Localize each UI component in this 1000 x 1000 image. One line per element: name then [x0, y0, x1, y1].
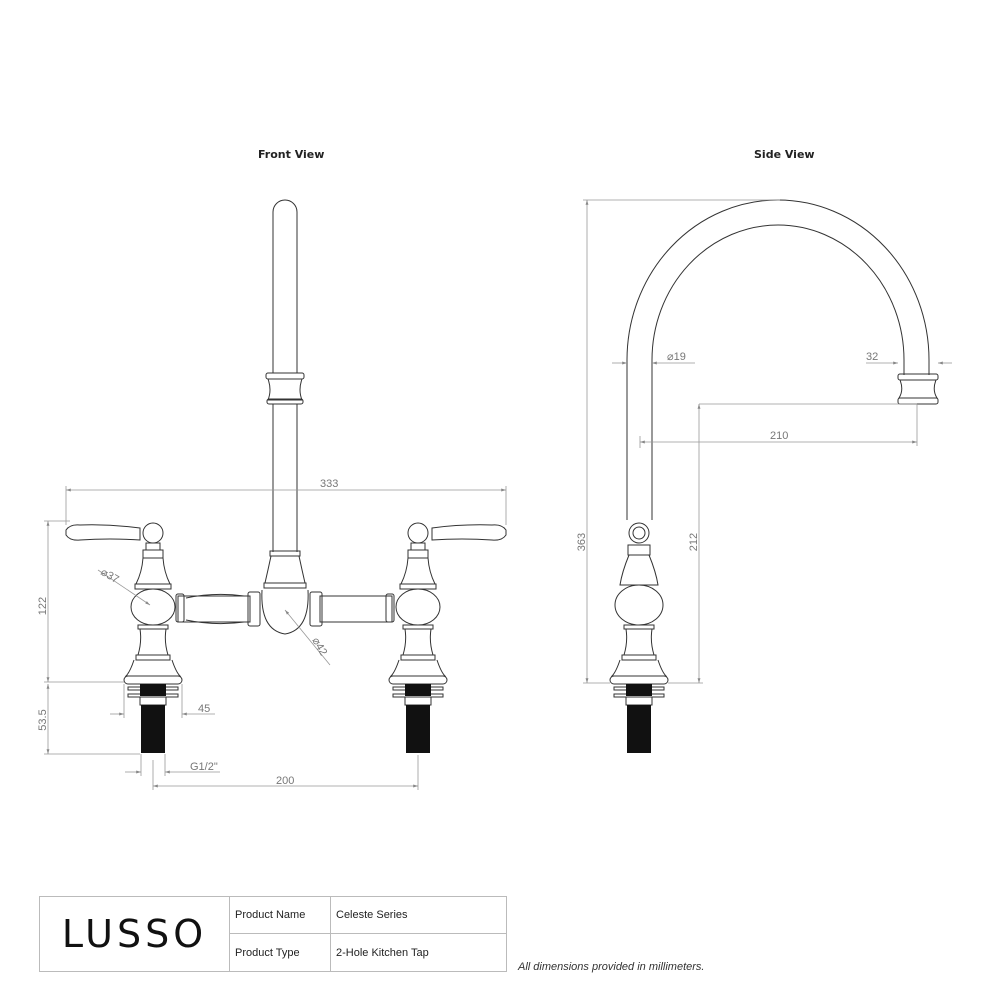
front-dimension-lines [44, 486, 507, 790]
product-name-value: Celeste Series [331, 897, 506, 934]
brand-logo: LUSSO [40, 897, 230, 971]
dim-spout-clearance: 212 [688, 533, 700, 551]
front-view-drawing [65, 199, 507, 753]
product-name-label: Product Name [230, 897, 330, 934]
dim-spout-reach: 210 [770, 430, 788, 442]
dim-tail-length: 53.5 [37, 709, 49, 730]
right-valve [388, 522, 507, 706]
dim-hub-diameter: ⌀42 [309, 636, 329, 658]
dim-spout-tube-diameter: ⌀19 [667, 351, 686, 363]
side-view-drawing [609, 199, 939, 706]
title-block: LUSSO Product Name Product Type Celeste … [39, 896, 507, 972]
dim-overall-height: 363 [576, 533, 588, 551]
dim-valve-height: 122 [37, 597, 49, 615]
product-type-value: 2-Hole Kitchen Tap [336, 946, 429, 959]
side-view-title: Side View [754, 148, 815, 161]
left-valve [65, 522, 183, 706]
dim-base-diameter: 45 [198, 703, 210, 715]
side-dimension-lines [583, 199, 952, 684]
dim-thread: G1/2" [190, 761, 218, 773]
units-note: All dimensions provided in millimeters. [518, 961, 705, 973]
product-type-label: Product Type [235, 946, 300, 959]
dim-outlet-diameter: 32 [866, 351, 878, 363]
front-view-title: Front View [258, 148, 325, 161]
dim-centres: 200 [276, 775, 294, 787]
dim-overall-width: 333 [320, 478, 338, 490]
